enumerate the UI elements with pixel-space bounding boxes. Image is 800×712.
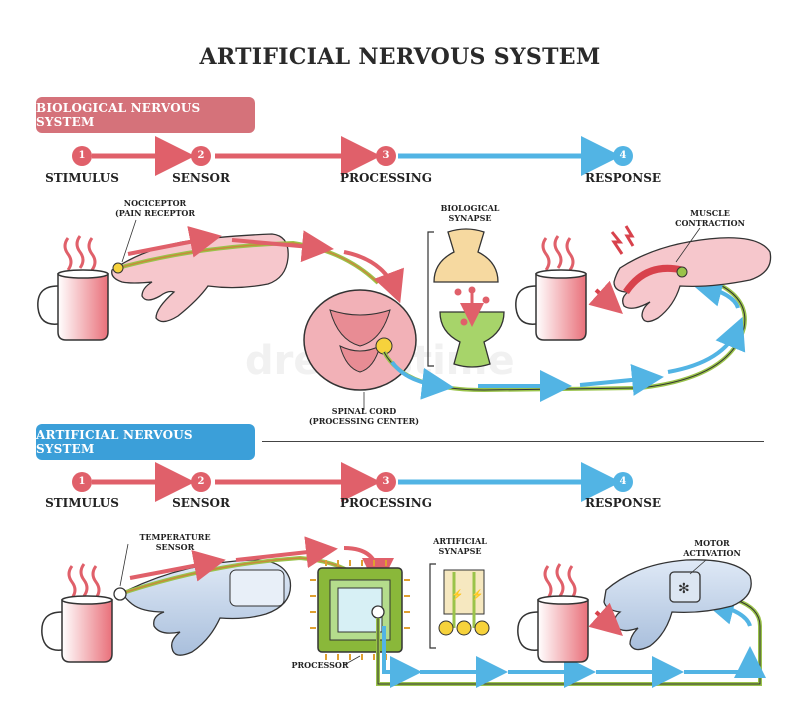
temperature-sensor-label-line2: SENSOR — [155, 542, 195, 552]
bio-step-3-label: PROCESSING — [339, 171, 433, 185]
bio-cup-right-icon — [515, 235, 587, 341]
art-step-4-label: RESPONSE — [584, 496, 662, 510]
temperature-sensor-label-line1: TEMPERATURE — [139, 532, 211, 542]
bio-step-3-num: 3 — [382, 150, 390, 161]
bio-synapse-label-line1: BIOLOGICAL — [440, 203, 500, 213]
bio-step-1-num: 1 — [78, 150, 86, 161]
art-step-3-circle — [376, 472, 396, 492]
page-title: ARTIFICIAL NERVOUS SYSTEM — [199, 44, 601, 70]
bio-step-2-num: 2 — [197, 150, 205, 161]
bio-synapse-icon — [427, 228, 505, 368]
spinal-cord-icon — [303, 289, 417, 391]
art-step-3-label: PROCESSING — [339, 496, 433, 510]
bio-step-1-circle — [72, 146, 92, 166]
motor-activation-label-line1: MOTOR — [694, 538, 730, 548]
art-step-2-num: 2 — [197, 476, 205, 487]
motor-activation-label: MOTOR ACTIVATION — [662, 538, 762, 558]
bio-section-header: BIOLOGICAL NERVOUS SYSTEM — [36, 97, 255, 133]
processor-chip-icon — [310, 560, 410, 660]
art-synapse-label-line2: SYNAPSE — [438, 546, 482, 556]
art-synapse-icon: ⚡ ⚡ — [429, 563, 490, 649]
bio-step-4-circle — [613, 146, 633, 166]
art-cup-right-icon — [517, 563, 589, 663]
art-synapse-label-line1: ARTIFICIAL — [433, 536, 487, 546]
art-step-3-num: 3 — [382, 476, 390, 487]
bio-synapse-label-line2: SYNAPSE — [448, 213, 492, 223]
bio-synapse-label: BIOLOGICAL SYNAPSE — [420, 203, 520, 223]
art-step-4-circle — [613, 472, 633, 492]
bio-step-2-circle — [191, 146, 211, 166]
bio-afferent-arrows — [127, 226, 404, 304]
bio-efferent-path — [382, 275, 747, 402]
section-divider — [262, 441, 764, 442]
bio-step-4-label: RESPONSE — [584, 171, 662, 185]
bio-step-4-num: 4 — [619, 150, 627, 161]
temperature-sensor-label: TEMPERATURE SENSOR — [120, 532, 230, 552]
spinal-cord-label-line2: (PROCESSING CENTER) — [308, 416, 420, 426]
muscle-contraction-label: MUSCLE CONTRACTION — [660, 208, 760, 228]
bio-step-2-label: SENSOR — [172, 171, 230, 185]
art-synapse-label: ARTIFICIAL SYNAPSE — [410, 536, 510, 556]
spinal-cord-label-line1: SPINAL CORD — [331, 406, 397, 416]
bio-step-3-circle — [376, 146, 396, 166]
bio-hot-cup-icon — [37, 235, 109, 341]
art-step-flow — [72, 462, 633, 502]
robot-hand-right: ✻ — [588, 559, 752, 651]
art-step-1-circle — [72, 472, 92, 492]
muscle-contraction-label-line1: MUSCLE — [690, 208, 730, 218]
motor-activation-label-line2: ACTIVATION — [683, 548, 741, 558]
art-step-4-num: 4 — [619, 476, 627, 487]
art-hot-cup-icon — [41, 563, 113, 663]
spinal-cord-label: SPINAL CORD (PROCESSING CENTER) — [304, 406, 424, 426]
nociceptor-label-line1: NOCICEPTOR — [123, 198, 187, 208]
nociceptor-label-line2: (PAIN RECEPTOR — [114, 208, 196, 218]
bio-step-flow — [72, 136, 633, 176]
svg-text:⚡: ⚡ — [451, 588, 463, 601]
muscle-contraction-label-line2: CONTRACTION — [675, 218, 745, 228]
art-step-1-num: 1 — [78, 476, 86, 487]
bio-step-1-label: STIMULUS — [45, 171, 119, 185]
art-step-1-label: STIMULUS — [45, 496, 119, 510]
art-step-2-circle — [191, 472, 211, 492]
svg-text:⚡: ⚡ — [471, 588, 483, 601]
svg-text:✻: ✻ — [678, 581, 690, 597]
nociceptor-label: NOCICEPTOR (PAIN RECEPTOR — [100, 198, 210, 218]
art-step-2-label: SENSOR — [172, 496, 230, 510]
art-section-header: ARTIFICIAL NERVOUS SYSTEM — [36, 424, 255, 460]
processor-label: PROCESSOR — [291, 660, 349, 670]
bio-hand-right — [588, 225, 772, 323]
